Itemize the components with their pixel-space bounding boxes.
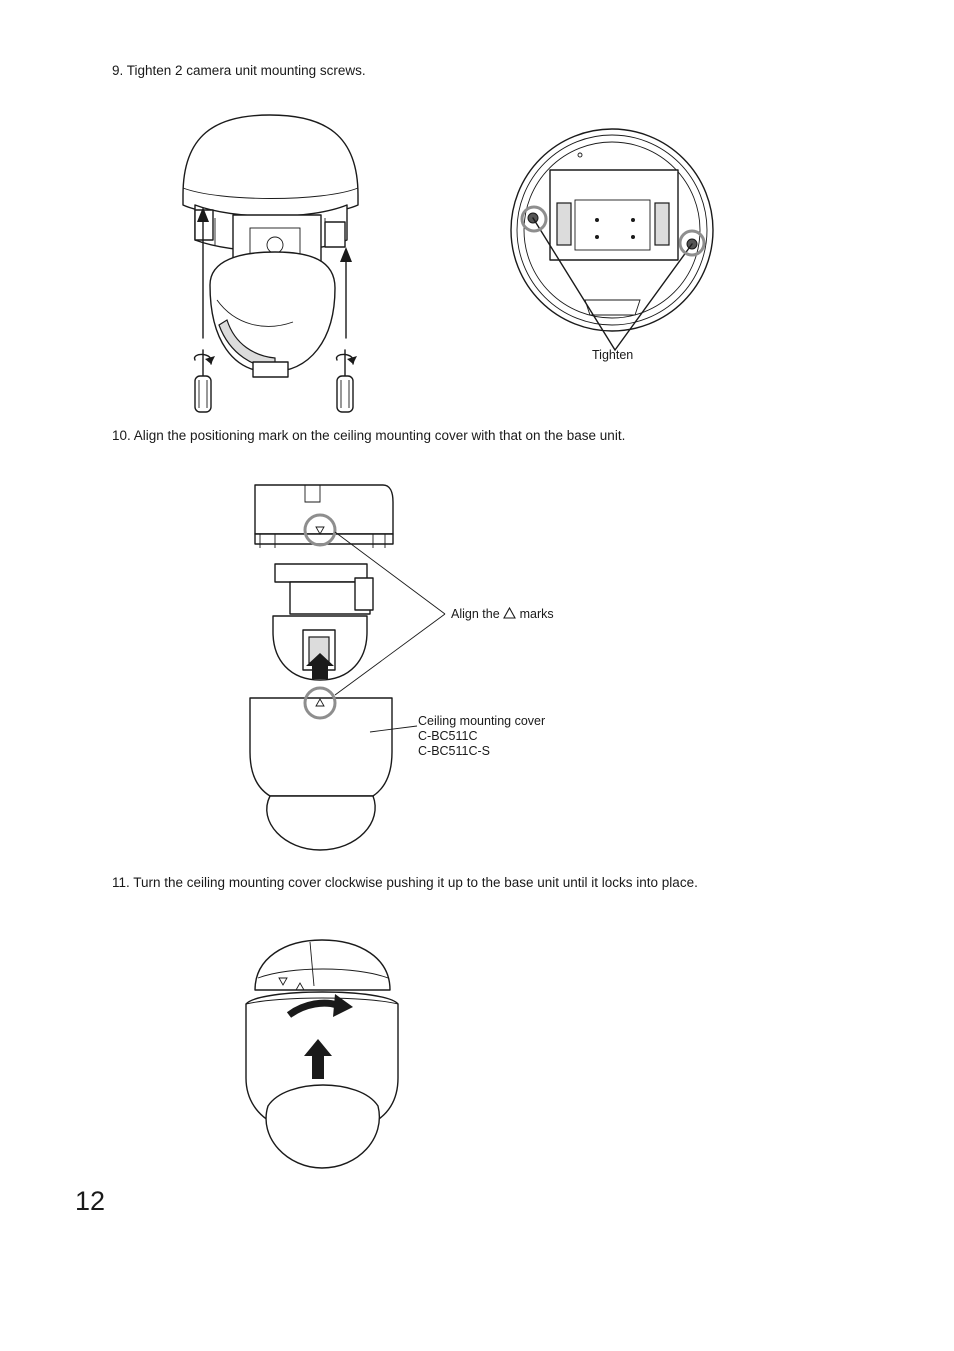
align-marks-label: Align the marks — [451, 606, 554, 622]
rotate-arrow-icon — [286, 994, 353, 1018]
alignment-illustration — [245, 482, 455, 852]
tighten-label: Tighten — [592, 348, 634, 362]
step-9-instruction: 9. Tighten 2 camera unit mounting screws… — [112, 63, 366, 78]
ceiling-cover-label: Ceiling mounting cover C-BC511C C-BC511C… — [418, 714, 545, 759]
step-10-instruction: 10. Align the positioning mark on the ce… — [112, 428, 626, 443]
screwdriver-icon — [336, 349, 357, 413]
ceiling-cover-name: Ceiling mounting cover — [418, 714, 546, 728]
camera-unit-side-illustration — [175, 110, 385, 415]
ceiling-cover-model-1: C-BC511C — [418, 729, 478, 743]
align-label-prefix: Align the — [451, 607, 500, 621]
camera-unit-bottom-view-illustration — [505, 125, 720, 351]
step-11-instruction: 11. Turn the ceiling mounting cover cloc… — [112, 875, 698, 890]
screwdriver-icon — [194, 349, 215, 413]
tighten-highlight-circles — [520, 205, 706, 257]
lock-cover-illustration — [240, 938, 405, 1170]
align-label-suffix: marks — [519, 607, 554, 621]
triangle-mark-icon — [503, 606, 517, 619]
page-number: 12 — [75, 1186, 106, 1216]
up-arrow-icon — [304, 1039, 332, 1079]
ceiling-cover-model-2: C-BC511C-S — [418, 744, 491, 758]
